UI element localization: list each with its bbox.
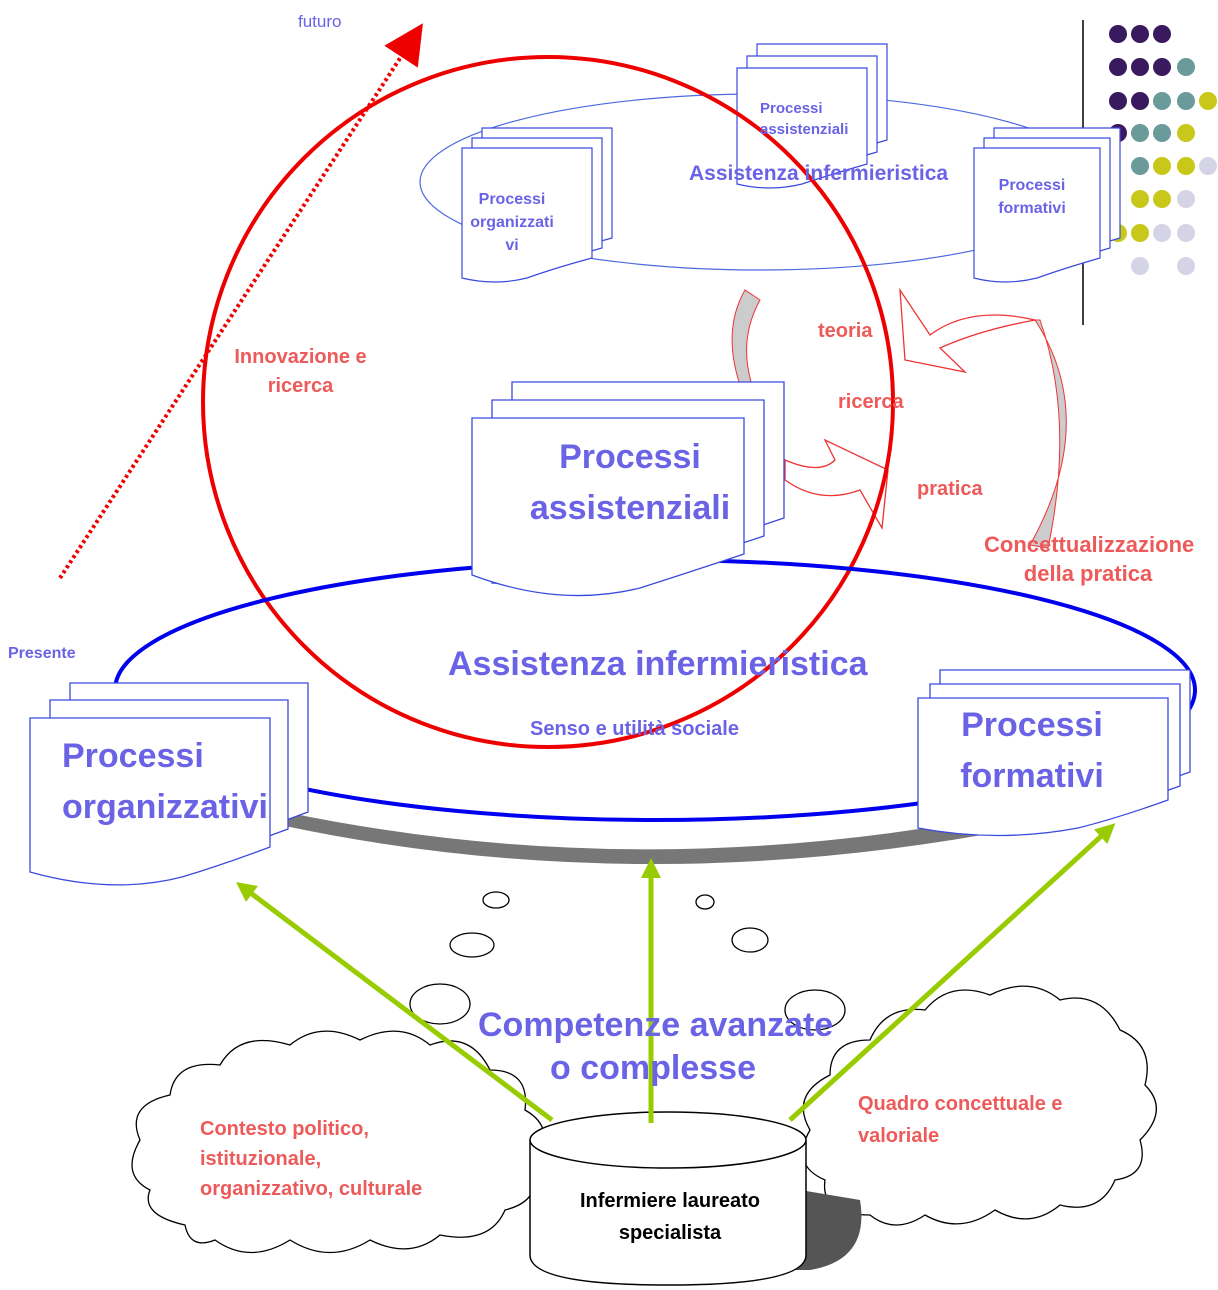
cloud-left bbox=[131, 1030, 545, 1254]
small-doc-assistenziali-label: Processi assistenziali bbox=[760, 98, 848, 140]
label-presente: Presente bbox=[8, 645, 76, 662]
gray-curved-arrow-right bbox=[1029, 319, 1067, 549]
red-cycle-circle bbox=[201, 55, 895, 749]
cylinder-node bbox=[529, 1111, 807, 1286]
label-senso: Senso e utilità sociale bbox=[530, 718, 739, 740]
label-innovazione-line1: Innovazione e bbox=[234, 346, 367, 368]
doc-assistenziali bbox=[471, 381, 785, 597]
label-concettualizzazione: Concettualizzazione della pratica bbox=[984, 532, 1195, 587]
doc-formativi bbox=[917, 669, 1191, 837]
cloud-right bbox=[802, 985, 1158, 1226]
label-ricerca: ricerca bbox=[838, 391, 904, 413]
small-doc-formativi bbox=[973, 127, 1121, 283]
doc-organizzativi-line1: Processi bbox=[62, 737, 204, 775]
chevron-arrow-pratica bbox=[784, 438, 889, 531]
label-innovazione: Innovazione e ricerca bbox=[228, 346, 373, 398]
chevron-arrow-teoria bbox=[899, 287, 1036, 374]
decorative-dot-grid bbox=[1082, 20, 1217, 325]
small-doc-formativi-label: Processi formativi bbox=[984, 174, 1080, 220]
doc-assistenziali-line2: assistenziali bbox=[529, 489, 731, 527]
label-concettualizzazione-line1: Concettualizzazione bbox=[984, 532, 1195, 557]
small-doc-org-line1: Processi bbox=[478, 191, 546, 208]
label-quadro: Quadro concettuale e valoriale bbox=[858, 1088, 1063, 1152]
label-futuro: futuro bbox=[298, 12, 342, 31]
label-concettualizzazione-line2: della pratica bbox=[1023, 561, 1153, 587]
doc-assistenziali-label: Processi assistenziali bbox=[520, 432, 740, 534]
small-doc-org-line2: organizzati bbox=[470, 214, 554, 232]
doc-formativi-line2: formativi bbox=[960, 757, 1104, 795]
label-contesto-line1: Contesto politico, bbox=[200, 1118, 369, 1140]
thought-bubbles bbox=[409, 891, 846, 1031]
small-doc-organizzativi-label: Processi organizzati vi bbox=[462, 188, 562, 258]
label-quadro-line1: Quadro concettuale e bbox=[858, 1093, 1063, 1115]
small-doc-org-line3: vi bbox=[505, 237, 519, 255]
label-contesto-line3: organizzativo, culturale bbox=[200, 1178, 423, 1200]
label-contesto: Contesto politico, istituzionale, organi… bbox=[200, 1114, 422, 1204]
label-innovazione-line2: ricerca bbox=[267, 375, 334, 397]
doc-assistenziali-line1: Processi bbox=[559, 438, 701, 476]
main-ellipse-shadow bbox=[285, 805, 1060, 865]
label-quadro-line2: valoriale bbox=[858, 1125, 940, 1147]
small-doc-form-line2: formativi bbox=[998, 200, 1066, 218]
label-contesto-line2: istituzionale, bbox=[200, 1148, 322, 1170]
small-doc-assist-line1: Processi bbox=[760, 100, 823, 117]
label-competenze: Competenze avanzate o complesse bbox=[478, 1004, 834, 1089]
small-doc-assist-line2: assistenziali bbox=[760, 121, 849, 138]
label-teoria: teoria bbox=[818, 320, 873, 342]
label-competenze-line1: Competenze avanzate bbox=[478, 1006, 834, 1044]
label-assistenza-small: Assistenza infermieristica bbox=[689, 162, 949, 185]
doc-formativi-line1: Processi bbox=[961, 706, 1103, 744]
gray-curved-arrow-left bbox=[731, 289, 761, 386]
small-doc-assistenziali bbox=[736, 43, 888, 189]
label-competenze-line2: o complesse bbox=[550, 1048, 756, 1087]
timeline-arrow bbox=[58, 23, 423, 580]
small-doc-organizzativi bbox=[461, 127, 613, 283]
small-doc-form-line1: Processi bbox=[998, 177, 1066, 194]
doc-organizzativi bbox=[29, 682, 309, 886]
label-pratica: pratica bbox=[917, 478, 983, 500]
doc-formativi-label: Processi formativi bbox=[944, 700, 1120, 802]
doc-organizzativi-line2: organizzativi bbox=[62, 788, 268, 826]
label-assistenza-main: Assistenza infermieristica bbox=[448, 645, 868, 683]
label-infermiere-line1: Infermiere laureato bbox=[579, 1190, 761, 1212]
label-infermiere-line2: specialista bbox=[618, 1222, 722, 1244]
green-arrow-right bbox=[788, 823, 1116, 1122]
green-arrow-left bbox=[236, 881, 554, 1122]
doc-organizzativi-label: Processi organizzativi bbox=[62, 731, 268, 833]
label-infermiere: Infermiere laureato specialista bbox=[560, 1185, 780, 1249]
